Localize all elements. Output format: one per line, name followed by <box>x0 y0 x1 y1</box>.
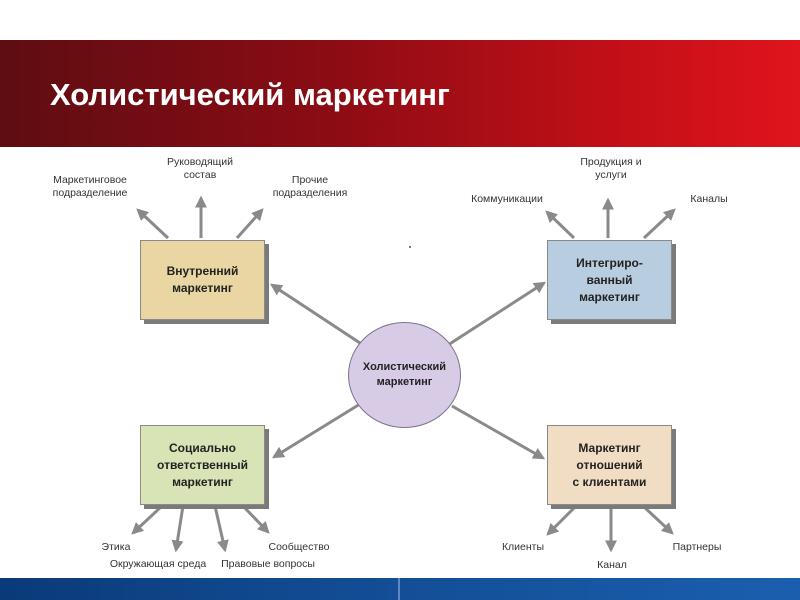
label-products: Продукция и услуги <box>580 156 642 181</box>
center-label: Холистический маркетинг <box>362 361 447 388</box>
arrow-clients <box>546 504 578 536</box>
arrow-environment <box>171 505 185 553</box>
box-relationship-marketing: Маркетинг отношений с клиентами <box>547 425 672 505</box>
arrow-ethics <box>131 504 164 535</box>
label-community: Сообщество <box>268 541 330 553</box>
arrow-legal <box>213 505 229 553</box>
label-channel: Канал <box>597 559 627 571</box>
label-environment: Окружающая среда <box>109 558 207 570</box>
arrow-center-integrated <box>447 281 547 347</box>
arrow-center-internal <box>269 283 364 347</box>
stray-dot <box>409 246 411 248</box>
box-social-marketing: Социально ответственный маркетинг <box>140 425 265 505</box>
box-integrated-marketing: Интегриро- ванный маркетинг <box>547 240 672 320</box>
box-internal-label: Внутренний маркетинг <box>166 264 239 295</box>
title-banner: Холистический маркетинг <box>0 40 800 147</box>
arrow-partners <box>641 504 674 535</box>
label-communications: Коммуникации <box>471 193 543 205</box>
label-ethics: Этика <box>101 541 131 553</box>
label-marketing-dept: Маркетинговое подразделение <box>52 174 128 199</box>
arrow-community <box>241 504 270 534</box>
center-holistic-marketing: Холистический маркетинг <box>348 322 461 428</box>
label-management: Руководящий состав <box>166 156 234 181</box>
label-clients: Клиенты <box>501 541 545 553</box>
box-relationship-label: Маркетинг отношений с клиентами <box>572 440 647 489</box>
arrow-marketing-dept <box>136 208 170 240</box>
label-partners: Партнеры <box>672 541 722 553</box>
arrow-channels <box>642 208 676 240</box>
arrow-other-depts <box>235 208 264 239</box>
slide-title: Холистический маркетинг <box>50 77 450 112</box>
box-social-label: Социально ответственный маркетинг <box>157 440 248 489</box>
label-channels: Каналы <box>690 193 728 205</box>
arrow-center-social <box>271 402 361 459</box>
arrow-center-relationship <box>451 404 546 460</box>
box-internal-marketing: Внутренний маркетинг <box>140 240 265 320</box>
footer-bar <box>0 578 800 600</box>
label-other-depts: Прочие подразделения <box>272 174 348 199</box>
box-integrated-label: Интегриро- ванный маркетинг <box>576 255 643 304</box>
label-legal: Правовые вопросы <box>221 558 315 570</box>
arrow-communications <box>545 210 576 240</box>
